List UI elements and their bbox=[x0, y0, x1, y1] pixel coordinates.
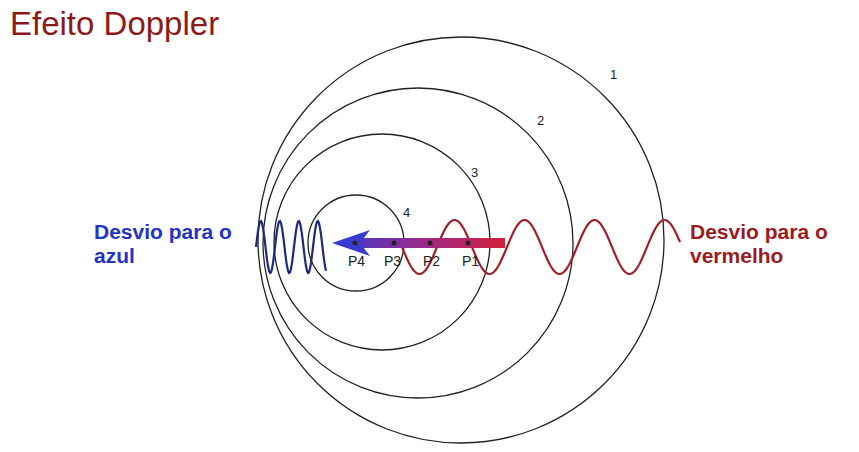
callout-number: 3 bbox=[471, 166, 478, 180]
callout-number: 1 bbox=[610, 68, 617, 82]
wavefront-circle bbox=[263, 88, 573, 398]
redshift-label: Desvio para o vermelho bbox=[690, 220, 854, 268]
point-label: P4 bbox=[348, 254, 365, 269]
wavefront-circle bbox=[258, 37, 664, 443]
source-point bbox=[428, 241, 433, 246]
blue-wave bbox=[256, 221, 326, 273]
diagram-title: Efeito Doppler bbox=[10, 6, 219, 42]
motion-bar bbox=[355, 238, 505, 248]
source-point bbox=[353, 241, 358, 246]
source-point bbox=[466, 241, 471, 246]
callout-number: 2 bbox=[537, 114, 544, 128]
callout-number: 4 bbox=[403, 206, 410, 220]
point-label: P2 bbox=[423, 254, 440, 269]
point-label: P3 bbox=[384, 254, 401, 269]
blueshift-label: Desvio para o azul bbox=[94, 220, 246, 268]
source-point bbox=[392, 241, 397, 246]
point-label: P1 bbox=[462, 254, 479, 269]
motion-arrowhead bbox=[332, 230, 370, 256]
